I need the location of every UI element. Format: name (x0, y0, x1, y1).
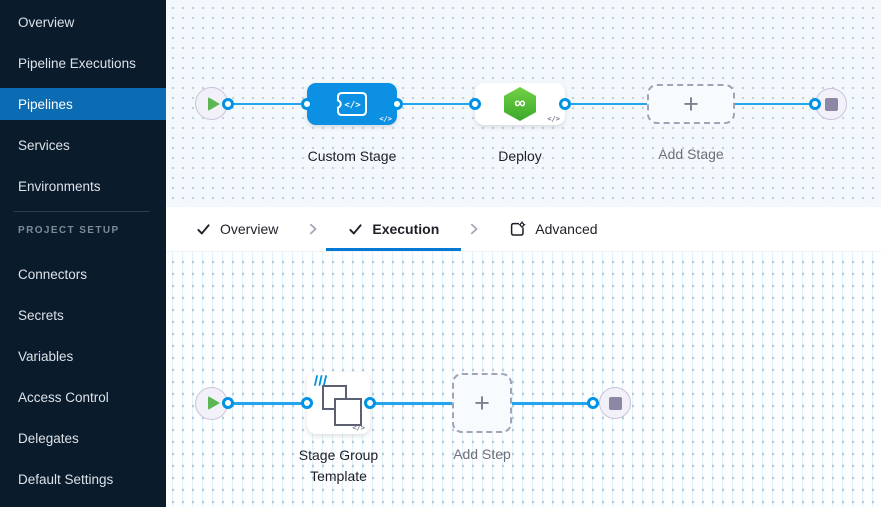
stage-config-tabbar: Overview Execution Advanced (166, 207, 888, 252)
sidebar-item-services[interactable]: Services (18, 137, 70, 153)
sidebar-item-overview[interactable]: Overview (18, 14, 75, 30)
add-stage-button[interactable]: + (647, 84, 735, 124)
code-badge-icon: </> (379, 115, 392, 123)
tab-execution[interactable]: Execution (326, 207, 462, 251)
sidebar-item-default-settings[interactable]: Default Settings (18, 471, 114, 487)
chevron-right-icon (461, 207, 487, 251)
deploy-hexagon-icon: ∞ (504, 87, 536, 121)
tab-advanced-label: Advanced (535, 221, 598, 237)
deploy-stage-label: Deploy (498, 148, 542, 164)
stop-icon (824, 97, 838, 111)
connector-dot[interactable] (222, 98, 234, 110)
play-icon (207, 396, 220, 410)
step-connector-line (212, 402, 615, 405)
connector-dot[interactable] (222, 397, 234, 409)
advanced-settings-icon (511, 220, 526, 236)
sidebar-item-access-control[interactable]: Access Control (18, 389, 109, 405)
sidebar-divider (14, 211, 150, 212)
front-square-icon (334, 398, 362, 426)
tab-advanced[interactable]: Advanced (487, 207, 619, 251)
connector-dot[interactable] (587, 397, 599, 409)
code-badge-icon: </> (547, 115, 560, 123)
sidebar-item-delegates[interactable]: Delegates (18, 430, 79, 446)
sidebar-item-variables[interactable]: Variables (18, 348, 74, 364)
sidebar-item-connectors[interactable]: Connectors (18, 266, 88, 282)
tab-execution-label: Execution (372, 221, 440, 237)
sidebar: Overview Pipeline Executions Pipelines S… (0, 0, 166, 507)
sidebar-item-pipeline-executions[interactable]: Pipeline Executions (18, 55, 136, 71)
sidebar-item-pipelines[interactable]: Pipelines (0, 88, 166, 120)
connector-dot[interactable] (301, 98, 313, 110)
add-step-button[interactable]: + (452, 373, 512, 433)
sidebar-item-environments[interactable]: Environments (18, 178, 101, 194)
connector-dot[interactable] (301, 397, 313, 409)
check-icon (349, 223, 362, 234)
custom-stage-icon: </> (337, 92, 367, 116)
add-step-label: Add Step (453, 446, 511, 462)
pipeline-start-node[interactable] (195, 87, 228, 120)
add-stage-label: Add Stage (658, 146, 724, 162)
canvas-scroll-gutter (881, 0, 888, 507)
custom-stage-label: Custom Stage (307, 148, 397, 164)
execution-canvas: </> + Stage Group Template Add Step (166, 252, 888, 507)
svg-text:</>: </> (344, 101, 361, 111)
chevron-right-icon (300, 207, 326, 251)
connector-dot[interactable] (469, 98, 481, 110)
infinity-icon: ∞ (514, 95, 526, 112)
tab-overview-label: Overview (220, 221, 279, 237)
stage-group-icon (307, 372, 370, 434)
play-icon (207, 96, 220, 111)
execution-end-node[interactable] (599, 387, 631, 419)
sidebar-item-secrets[interactable]: Secrets (18, 307, 64, 323)
connector-dot[interactable] (364, 397, 376, 409)
plus-icon: + (474, 387, 490, 418)
connector-dot[interactable] (809, 98, 821, 110)
main-area: </> </> ∞ </> + (166, 0, 888, 507)
connector-dot[interactable] (559, 98, 571, 110)
template-badge-icon (314, 375, 327, 386)
connector-dot[interactable] (391, 98, 403, 110)
stage-group-template-label: Stage Group Template (298, 447, 379, 484)
stage-canvas: </> </> ∞ </> + (166, 0, 888, 207)
plus-icon: + (683, 88, 699, 119)
code-badge-icon: </> (352, 424, 365, 432)
custom-stage-node[interactable]: </> </> (307, 83, 397, 125)
stop-icon (608, 396, 622, 410)
sidebar-section-label: PROJECT SETUP (18, 225, 120, 236)
stage-group-template-node[interactable]: </> (307, 372, 370, 434)
check-icon (197, 223, 210, 234)
tab-overview[interactable]: Overview (174, 207, 300, 251)
deploy-stage-node[interactable]: ∞ </> (475, 83, 565, 125)
